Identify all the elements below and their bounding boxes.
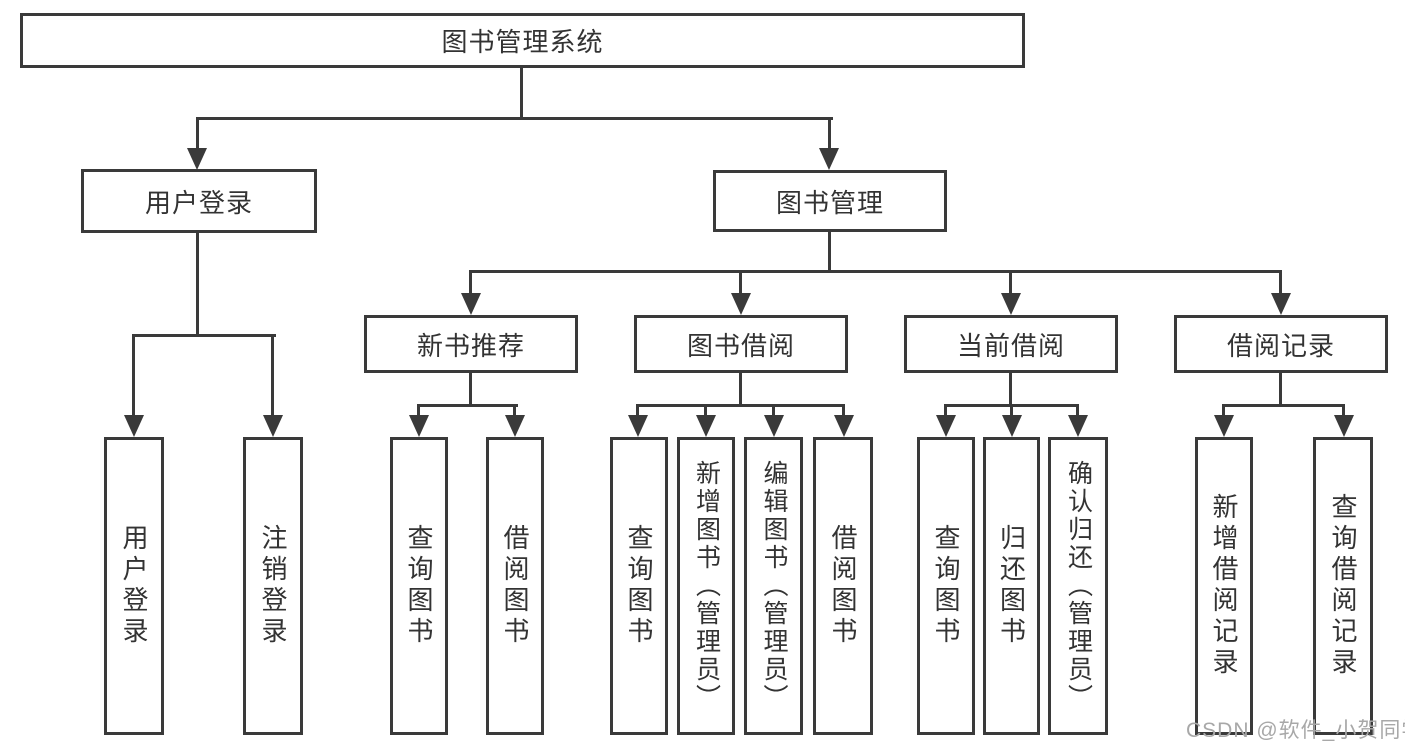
arrow-bb-add-line	[704, 404, 707, 415]
arrow-borrow-record-line	[1279, 270, 1282, 293]
arrowhead-book-mgmt	[819, 148, 839, 170]
connector-current-borrow-vline	[1009, 373, 1012, 406]
arrowhead-logout	[263, 415, 283, 437]
leaf-cb-query: 查询图书	[917, 437, 975, 735]
arrowhead-book-borrow	[731, 293, 751, 315]
arrow-nb-query-line	[417, 404, 420, 415]
arrow-bb-borrow-line	[842, 404, 845, 415]
leaf-bb-add-label: 新增图书（管理员）	[692, 460, 721, 712]
arrow-book-borrow-line	[739, 270, 742, 293]
leaf-nb-query: 查询图书	[390, 437, 448, 735]
arrowhead-nb-borrow	[505, 415, 525, 437]
watermark: CSDN @软件_小贺同学	[1186, 719, 1405, 742]
leaf-br-query: 查询借阅记录	[1313, 437, 1373, 735]
arrow-br-add-line	[1222, 404, 1225, 415]
leaf-cb-confirm-label: 确认归还（管理员）	[1064, 460, 1093, 712]
node-current-borrow: 当前借阅	[904, 315, 1118, 373]
connector-book-borrow-hline	[636, 404, 845, 407]
connector-new-book-hline	[417, 404, 518, 407]
leaf-br-add: 新增借阅记录	[1195, 437, 1253, 735]
arrow-book-mgmt-line	[828, 117, 831, 148]
node-user-login: 用户登录	[81, 169, 317, 233]
connector-book-borrow-vline	[739, 373, 742, 406]
arrow-cb-return-line	[1010, 404, 1013, 415]
connector-book-mgmt-vline	[828, 232, 831, 273]
arrow-bb-edit-line	[772, 404, 775, 415]
arrowhead-bb-query	[628, 415, 648, 437]
arrow-user-login-line	[196, 117, 199, 148]
arrowhead-cb-confirm	[1068, 415, 1088, 437]
arrowhead-current-borrow	[1001, 293, 1021, 315]
connector-root-hline	[196, 117, 833, 120]
arrow-logout-line	[271, 334, 274, 415]
leaf-bb-borrow: 借阅图书	[813, 437, 873, 735]
leaf-cb-return-label: 归还图书	[996, 524, 1027, 648]
node-borrow-record: 借阅记录	[1174, 315, 1388, 373]
leaf-bb-query-label: 查询图书	[624, 524, 654, 648]
leaf-logout: 注销登录	[243, 437, 303, 735]
arrowhead-cb-query	[936, 415, 956, 437]
arrow-bb-query-line	[636, 404, 639, 415]
arrowhead-br-query	[1334, 415, 1354, 437]
arrowhead-bb-add	[696, 415, 716, 437]
leaf-br-add-label: 新增借阅记录	[1209, 493, 1239, 679]
arrowhead-nb-query	[409, 415, 429, 437]
arrow-current-borrow-line	[1009, 270, 1012, 293]
arrowhead-borrow-record	[1271, 293, 1291, 315]
arrow-user-login-leaf-line	[132, 334, 135, 415]
leaf-nb-borrow: 借阅图书	[486, 437, 544, 735]
leaf-cb-return: 归还图书	[983, 437, 1040, 735]
arrowhead-bb-borrow	[834, 415, 854, 437]
connector-root-vline	[520, 68, 523, 119]
leaf-bb-borrow-label: 借阅图书	[828, 524, 858, 648]
leaf-user-login-label: 用户登录	[119, 524, 149, 648]
leaf-br-query-label: 查询借阅记录	[1328, 493, 1358, 679]
arrow-cb-confirm-line	[1076, 404, 1079, 415]
arrow-cb-query-line	[944, 404, 947, 415]
arrowhead-user-login-leaf	[124, 415, 144, 437]
arrowhead-cb-return	[1002, 415, 1022, 437]
arrowhead-new-book	[461, 293, 481, 315]
leaf-cb-confirm: 确认归还（管理员）	[1048, 437, 1108, 735]
leaf-bb-query: 查询图书	[610, 437, 668, 735]
connector-borrow-record-hline	[1222, 404, 1345, 407]
arrow-nb-borrow-line	[513, 404, 516, 415]
arrowhead-user-login	[187, 148, 207, 170]
arrow-br-query-line	[1342, 404, 1345, 415]
node-book-borrow: 图书借阅	[634, 315, 848, 373]
node-book-mgmt: 图书管理	[713, 170, 947, 232]
leaf-logout-label: 注销登录	[258, 524, 288, 648]
connector-book-mgmt-hline	[469, 270, 1282, 273]
leaf-nb-query-label: 查询图书	[404, 524, 434, 648]
connector-new-book-vline	[469, 373, 472, 406]
leaf-user-login: 用户登录	[104, 437, 164, 735]
arrowhead-br-add	[1214, 415, 1234, 437]
arrow-new-book-line	[469, 270, 472, 293]
leaf-bb-edit-label: 编辑图书（管理员）	[760, 460, 788, 712]
node-new-book: 新书推荐	[364, 315, 578, 373]
connector-user-login-vline	[196, 233, 199, 337]
leaf-nb-borrow-label: 借阅图书	[500, 524, 530, 648]
connector-borrow-record-vline	[1279, 373, 1282, 406]
leaf-bb-edit: 编辑图书（管理员）	[744, 437, 803, 735]
arrowhead-bb-edit	[764, 415, 784, 437]
node-root: 图书管理系统	[20, 13, 1025, 68]
leaf-bb-add: 新增图书（管理员）	[677, 437, 735, 735]
leaf-cb-query-label: 查询图书	[931, 524, 961, 648]
connector-user-login-hline	[132, 334, 276, 337]
